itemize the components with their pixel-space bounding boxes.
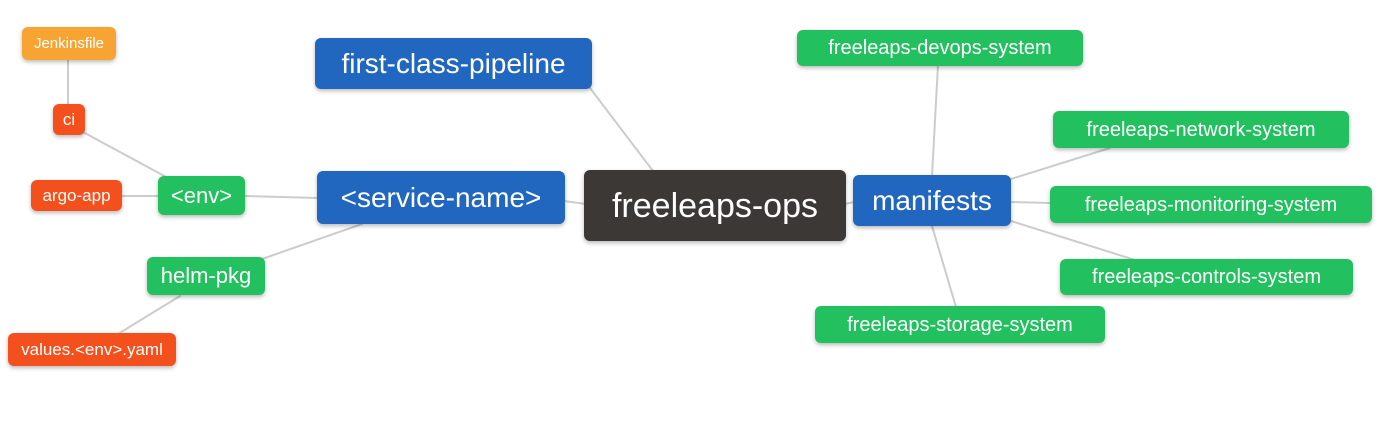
- node-monitoring-system[interactable]: freeleaps-monitoring-system: [1050, 186, 1372, 223]
- node-storage-system[interactable]: freeleaps-storage-system: [815, 306, 1105, 343]
- edge-servicename-root: [563, 200, 587, 205]
- edge-helmpkg-servicename: [261, 223, 363, 260]
- node-controls-system[interactable]: freeleaps-controls-system: [1060, 259, 1353, 295]
- node-jenkinsfile[interactable]: Jenkinsfile: [22, 27, 116, 60]
- edge-manifests-monitoring: [1010, 201, 1052, 204]
- edge-manifests-network: [1010, 147, 1111, 180]
- edge-manifests-controls: [1010, 220, 1136, 261]
- node-freeleaps-ops-root[interactable]: freeleaps-ops: [584, 170, 846, 241]
- node-devops-system[interactable]: freeleaps-devops-system: [797, 30, 1083, 66]
- edge-env-servicename: [244, 195, 319, 199]
- node-first-class-pipeline[interactable]: first-class-pipeline: [315, 38, 592, 89]
- edge-ci-env: [82, 131, 169, 179]
- node-values-env-yaml[interactable]: values.<env>.yaml: [8, 333, 176, 366]
- node-manifests[interactable]: manifests: [853, 175, 1011, 226]
- edge-manifests-devops: [931, 64, 939, 177]
- node-service-name[interactable]: <service-name>: [317, 171, 565, 224]
- node-network-system[interactable]: freeleaps-network-system: [1053, 111, 1349, 148]
- edge-values-helmpkg: [117, 295, 181, 335]
- edge-pipeline-root: [589, 87, 654, 172]
- edge-manifests-storage: [931, 225, 957, 308]
- node-helm-pkg[interactable]: helm-pkg: [147, 257, 265, 295]
- node-ci[interactable]: ci: [53, 104, 85, 135]
- node-argo-app[interactable]: argo-app: [31, 180, 122, 211]
- node-env[interactable]: <env>: [158, 176, 245, 215]
- edge-root-manifests: [844, 201, 855, 205]
